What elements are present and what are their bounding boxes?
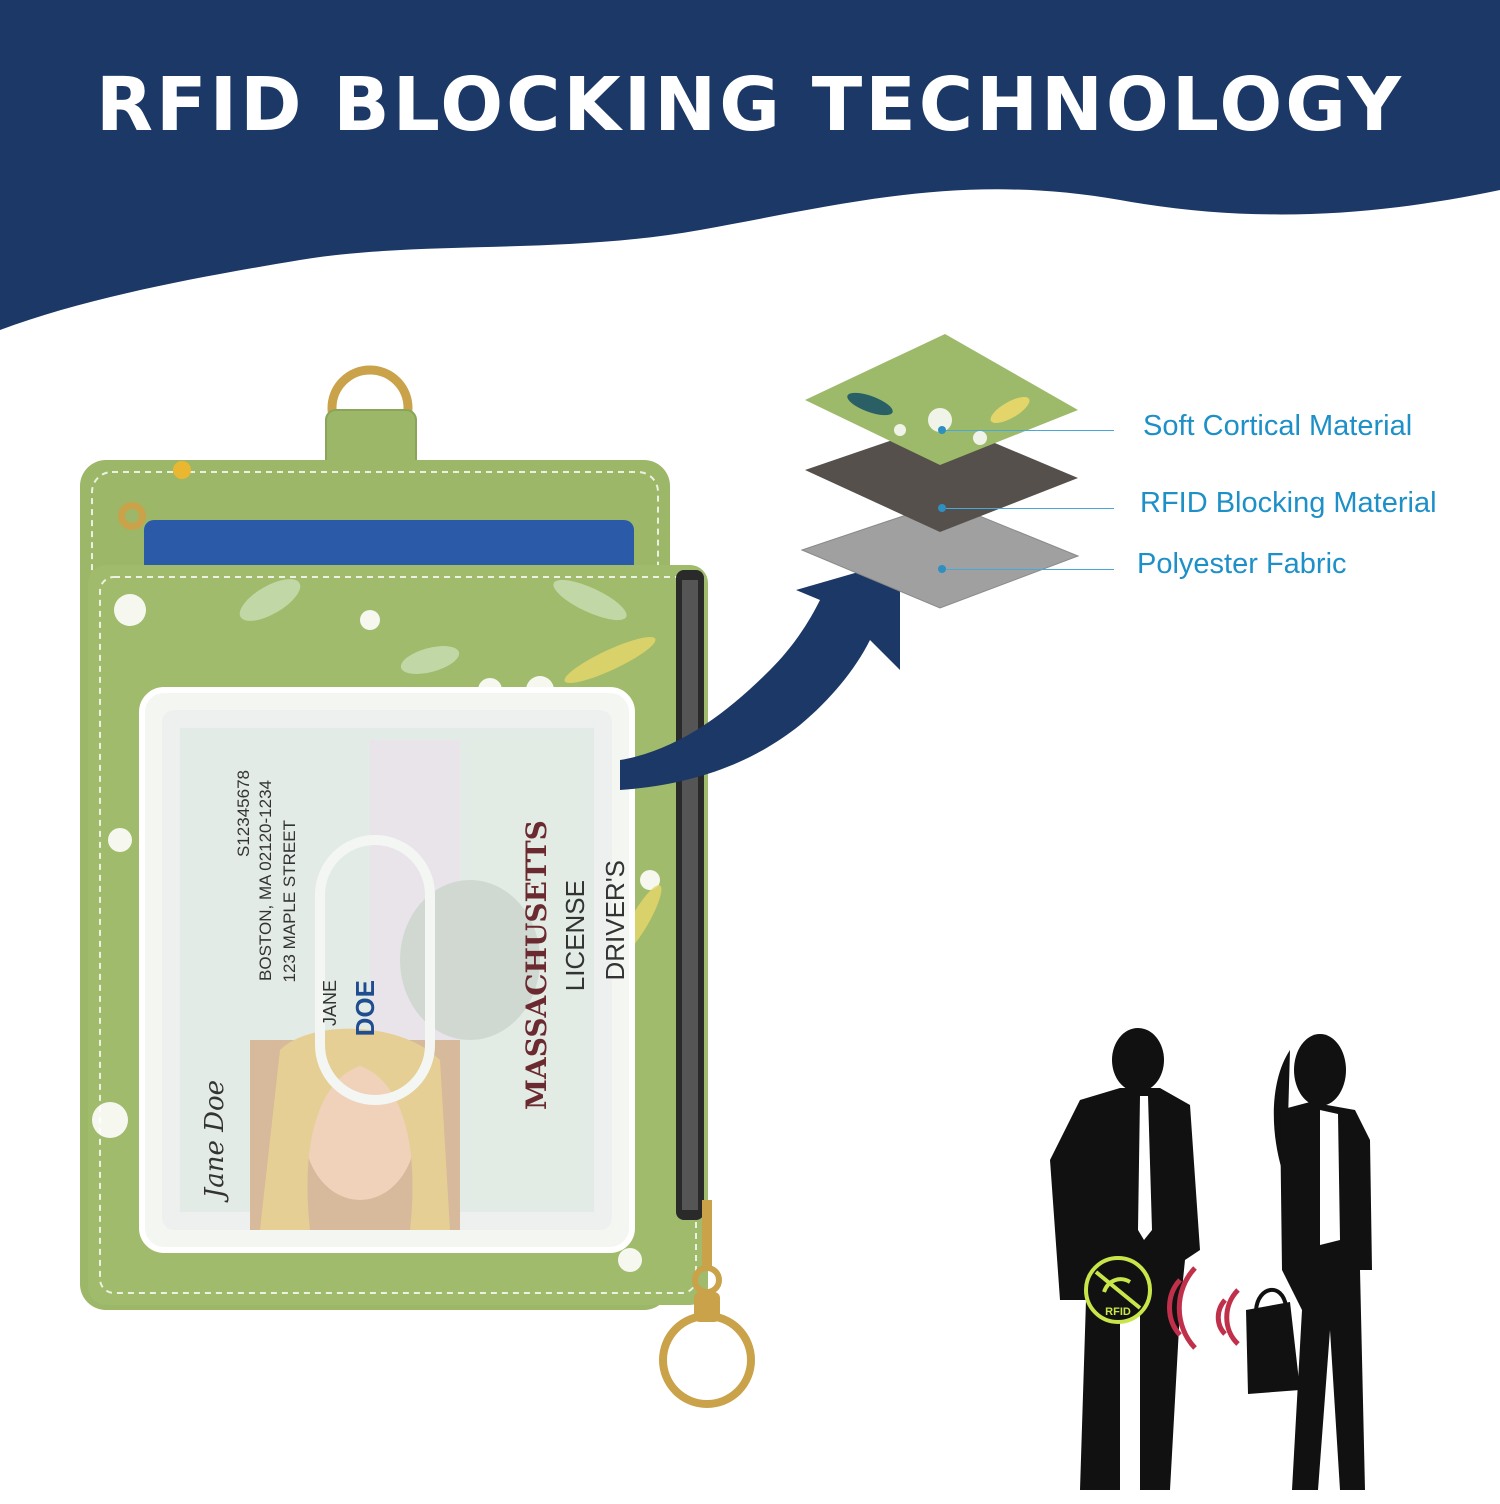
material-layers: [790, 320, 1120, 620]
layer-1-label: Soft Cortical Material: [1143, 410, 1413, 442]
wallet-image: [70, 360, 850, 1420]
layer-1-dot: [938, 426, 946, 434]
layer-3-label: Polyester Fabric: [1137, 548, 1347, 580]
layer-3-leader: [946, 569, 1114, 570]
layer-2-label: RFID Blocking Material: [1140, 487, 1437, 519]
layer-2-dot: [938, 504, 946, 512]
layer-2-leader: [946, 508, 1114, 509]
wallet-illustration: [80, 365, 755, 1408]
header-banner: RFID BLOCKING TECHNOLOGY: [0, 0, 1500, 330]
signal-waves-icon: [1167, 1266, 1240, 1350]
banner-wave-shape: [0, 0, 1500, 330]
people-silhouettes: RFID: [1020, 1010, 1490, 1500]
layer-1-leader: [946, 430, 1114, 431]
arrow-icon: [620, 560, 940, 800]
page-title: RFID BLOCKING TECHNOLOGY: [96, 62, 1404, 148]
layer-3-dot: [938, 565, 946, 573]
layer-stack-illustration: [800, 334, 1080, 609]
rfid-shield-icon: RFID: [1084, 1256, 1152, 1324]
svg-text:RFID: RFID: [1105, 1306, 1131, 1318]
woman-silhouette: [1246, 1034, 1372, 1490]
